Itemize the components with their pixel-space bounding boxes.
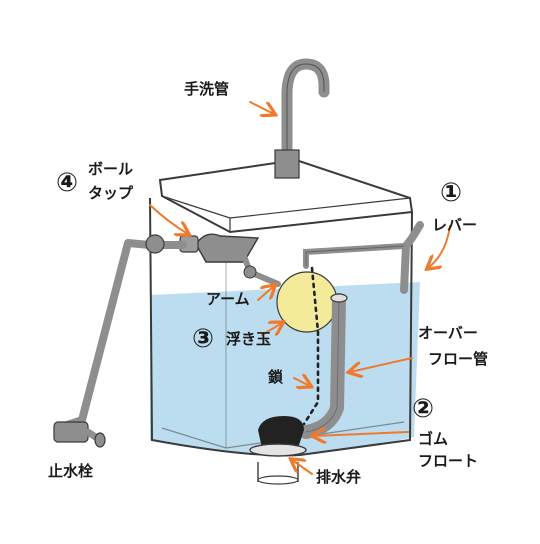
tank-body [149, 197, 413, 457]
label-arm: アーム [206, 290, 250, 308]
label-ball-tap-number: ④ [56, 168, 79, 198]
arrow-drain [292, 460, 313, 475]
label-stop-valve: 止水栓 [48, 462, 94, 480]
label-rubber-float-line2: フロート [418, 452, 479, 470]
arrow-lever [428, 225, 451, 268]
arrow-rubber-float [314, 432, 409, 436]
arrow-float-ball [261, 323, 282, 335]
float-ball [276, 271, 338, 333]
label-ball-tap-line1: ボール [88, 160, 134, 178]
stop-valve [53, 421, 89, 443]
rubber-float [258, 416, 304, 448]
faucet-pipe [281, 58, 330, 166]
faucet-base [274, 149, 300, 179]
lever-handle [400, 221, 424, 294]
label-ball-tap-line2: タップ [88, 184, 134, 202]
label-overflow-line2: フロー管 [428, 350, 489, 368]
label-rubber-float-line1: ゴム [418, 430, 449, 448]
label-drain-valve: 排水弁 [316, 468, 362, 486]
ball-tap-body [195, 233, 260, 263]
arrow-ball-tap [149, 204, 188, 234]
arrow-overflow [350, 357, 413, 372]
label-lever-number: ① [440, 178, 463, 208]
label-rubber-float-number: ② [412, 394, 435, 424]
arrow-arm [257, 286, 274, 301]
chain [302, 266, 320, 426]
label-lever: レバー [432, 216, 478, 234]
label-chain: 鎖 [268, 368, 284, 386]
arrow-chain [293, 378, 310, 386]
tank-inner-back [161, 421, 405, 449]
label-float-number: ③ [192, 324, 215, 354]
label-faucet: 手洗管 [184, 80, 230, 98]
tank-water [150, 282, 420, 455]
label-float-ball: 浮き玉 [226, 330, 272, 348]
arrow-faucet [249, 101, 274, 114]
label-overflow-line1: オーバー [418, 324, 478, 342]
